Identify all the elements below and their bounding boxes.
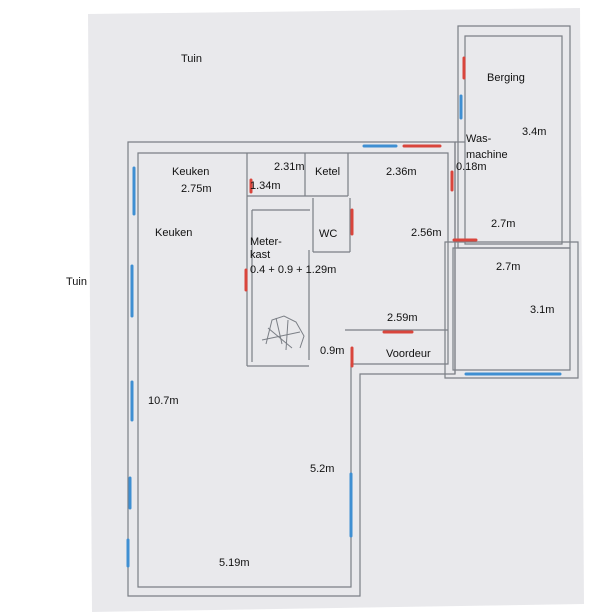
label-keuken: Keuken [155, 227, 192, 239]
label-meterkast-1: Meter- [250, 236, 282, 248]
paper-sheet [88, 8, 584, 612]
label-wc: WC [319, 228, 337, 240]
label-right-room-top-dim: 2.7m [491, 218, 515, 230]
label-living-lower-dim: 5.2m [310, 463, 334, 475]
right-room-wall [444, 241, 579, 379]
berging-inner [464, 35, 563, 245]
windows [126, 94, 562, 568]
label-was-machine-1: Was- [466, 133, 492, 145]
walls [127, 25, 579, 597]
label-hall-dim: 2.56m [411, 227, 442, 239]
label-meterkast-dims: 0.4 + 0.9 + 1.29m [250, 264, 336, 276]
doors [244, 56, 478, 368]
label-living-width: 5.19m [219, 557, 250, 569]
label-meterkast-2: kast [250, 249, 270, 261]
stairs-sketch [261, 315, 305, 351]
label-hall-bottom-dim: 2.59m [387, 312, 418, 324]
right-room-inner [452, 247, 571, 371]
label-tuin-left: Tuin [66, 276, 87, 288]
label-ketel-dim: 1.34m [250, 180, 281, 192]
label-berging-dim: 3.4m [522, 126, 546, 138]
label-tuin-top: Tuin [181, 53, 202, 65]
label-keuken-top: Keuken [172, 166, 209, 178]
label-top-mid-dim: 2.31m [274, 161, 305, 173]
label-voordeur: Voordeur [386, 348, 431, 360]
label-right-room-dim: 2.7m [496, 261, 520, 273]
label-right-room-side-dim: 3.1m [530, 304, 554, 316]
label-ketel: Ketel [315, 166, 340, 178]
label-was-dim: 0.18m [456, 161, 487, 173]
label-was-machine-2: machine [466, 149, 508, 161]
label-berging: Berging [487, 72, 525, 84]
label-living-height: 10.7m [148, 395, 179, 407]
label-keuken-top-dim: 2.75m [181, 183, 212, 195]
labels: Tuin Tuin Berging 3.4m Was- machine 0.18… [66, 53, 554, 569]
label-door-dim: 0.9m [320, 345, 344, 357]
label-hall-top-dim: 2.36m [386, 166, 417, 178]
